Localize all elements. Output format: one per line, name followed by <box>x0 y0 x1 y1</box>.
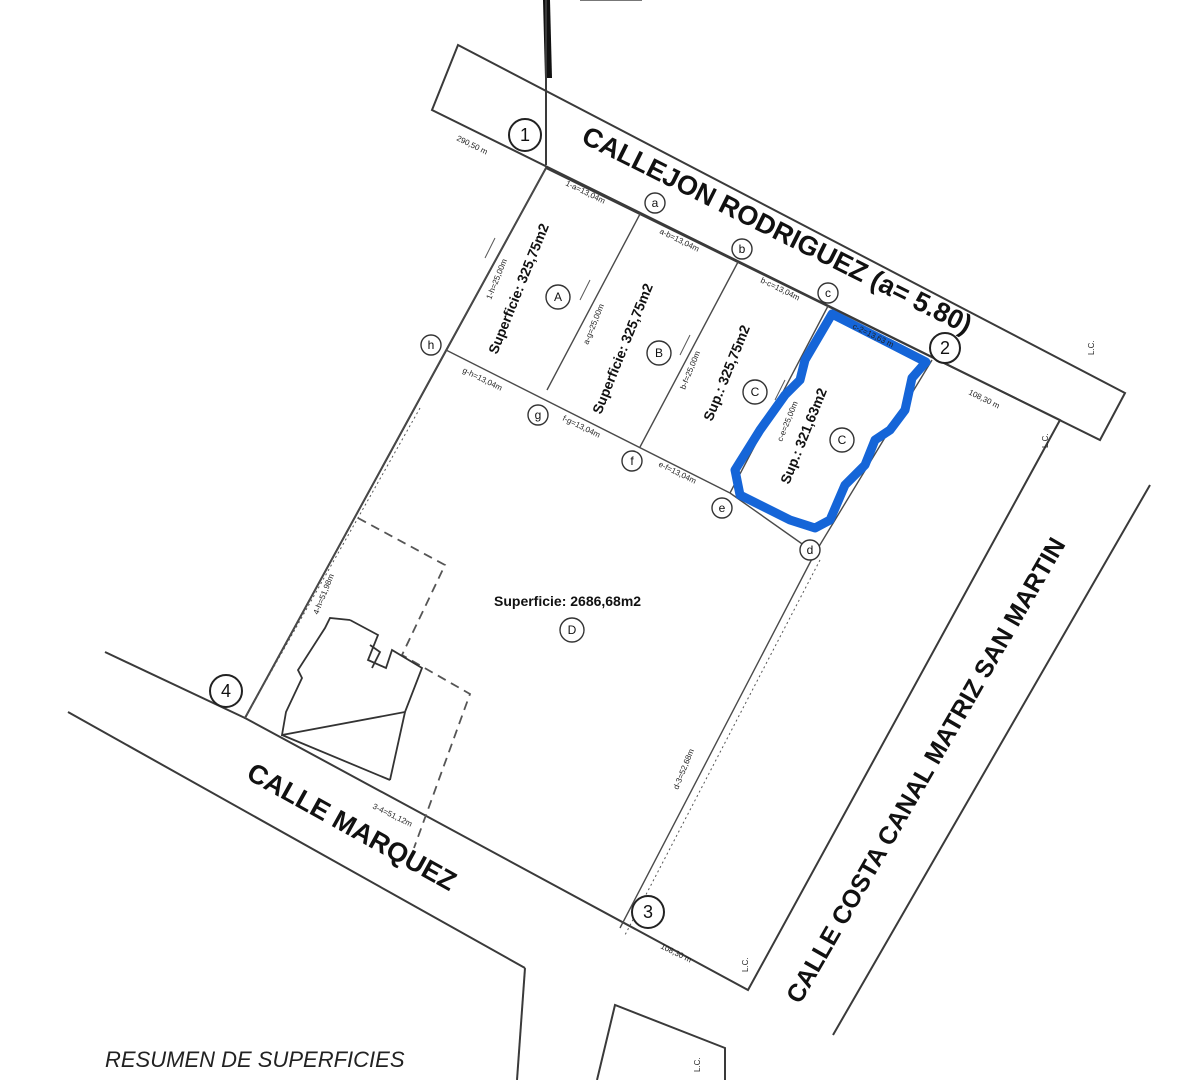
vertex-4: 4 <box>209 674 243 708</box>
vertex-1-label: 1 <box>520 125 530 145</box>
vertex-e: e <box>711 497 733 519</box>
street-callejon-rodriguez <box>430 43 1127 442</box>
lot-C1: C Sup.: 325,75m2 <box>700 322 768 423</box>
lot-B-letter: B <box>655 346 663 360</box>
lot-D-letter: D <box>568 623 577 637</box>
lot-A-letter: A <box>554 290 562 304</box>
vertex-d: d <box>799 539 821 561</box>
vertex-f: f <box>621 450 643 472</box>
vertex-4-label: 4 <box>221 681 231 701</box>
vertex-2: 2 <box>929 332 961 364</box>
lc-label-1: L.C. <box>1087 340 1096 355</box>
dim-1h: 1-h=25,00m <box>485 257 510 300</box>
vertex-g-label: g <box>535 408 542 422</box>
adjacent-block <box>596 1003 726 1080</box>
lot-C1-letter: C <box>751 385 760 399</box>
vertex-3-label: 3 <box>643 902 653 922</box>
lot-D-area: Superficie: 2686,68m2 <box>494 593 641 609</box>
vertex-f-label: f <box>630 454 634 468</box>
vertex-h: h <box>420 334 442 356</box>
vertex-c: c <box>817 282 839 304</box>
lot-C2-letter: C <box>838 433 847 447</box>
vertex-b-label: b <box>739 242 746 256</box>
lot-D: D Superficie: 2686,68m2 <box>494 593 641 643</box>
lot-B-area: Superficie: 325,75m2 <box>589 281 656 416</box>
summary-title: RESUMEN DE SUPERFICIES <box>105 1047 405 1072</box>
dimension-lines <box>244 237 821 936</box>
lot-C2: C Sup.: 321,63m2 <box>777 385 855 486</box>
dim-ag: a-g=25,00m <box>582 302 607 345</box>
dim-ef: e-f=13,04m <box>657 460 698 486</box>
vertex-1: 1 <box>508 118 542 152</box>
vertex-3: 3 <box>631 895 665 929</box>
lc-label-2: L.C. <box>1041 433 1050 448</box>
vertex-h-label: h <box>428 338 435 352</box>
highlighted-lot <box>730 309 931 533</box>
dim-d3: d-3=52,68m <box>672 747 697 790</box>
highlight-outline <box>730 309 931 533</box>
lc-label-3: L.C. <box>741 957 750 972</box>
vertex-d-label: d <box>807 543 814 557</box>
dim-bf: b-f=25,00m <box>679 349 703 390</box>
dim-290: 290,50 m <box>455 134 489 157</box>
building-footprint <box>280 517 472 849</box>
dim-gh: g-h=13,04m <box>461 366 504 393</box>
vertex-b: b <box>731 238 753 260</box>
lot-C1-area: Sup.: 325,75m2 <box>700 322 753 423</box>
dim-108-top: 108,30 m <box>967 388 1001 411</box>
vertex-2-label: 2 <box>940 338 950 358</box>
vertex-a-label: a <box>652 196 659 210</box>
vertex-c-label: c <box>825 286 831 300</box>
street-label-costa-canal: CALLE COSTA CANAL MATRIZ SAN MARTIN <box>781 533 1071 1008</box>
vertex-g: g <box>527 404 549 426</box>
lc-label-4: L.C. <box>693 1057 702 1072</box>
street-costa-canal-edge <box>832 484 1151 1036</box>
lot-B: B Superficie: 325,75m2 <box>589 281 672 416</box>
vertex-a: a <box>644 192 666 214</box>
dim-108-bot: 108,30 m <box>659 942 693 965</box>
street-calle-marquez <box>67 651 526 1080</box>
vertex-e-label: e <box>719 501 726 515</box>
north-arrow-icon <box>543 0 642 165</box>
